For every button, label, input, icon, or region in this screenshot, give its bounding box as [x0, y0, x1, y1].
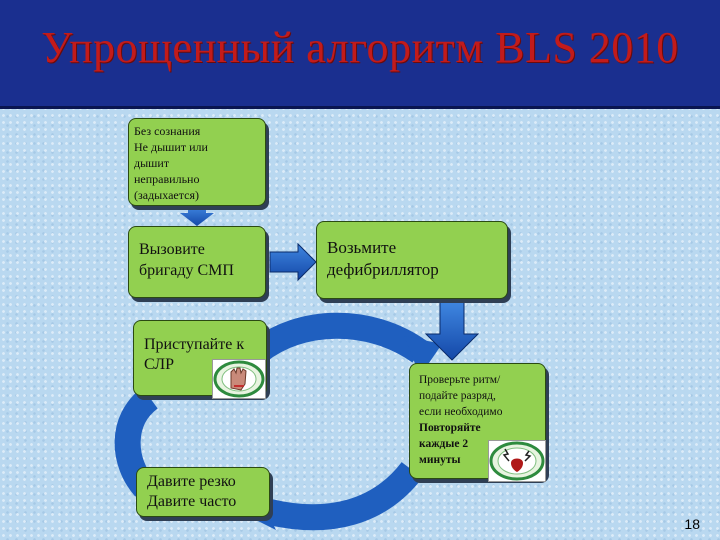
box-start-cpr-line: Приступайте к: [144, 336, 245, 353]
box-check-rhythm-line: Проверьте ритм/: [419, 374, 501, 386]
arrow-right: [269, 242, 317, 282]
cycle-arc-top: [249, 312, 428, 363]
box-start-cpr: Приступайте к СЛР: [133, 320, 267, 399]
box-call-ems-line: Вызовите: [139, 241, 205, 258]
box-call-ems: Вызовите бригаду СМП: [128, 226, 266, 298]
arrow-down-1: [180, 206, 214, 226]
box-compressions: Давите резко Давите часто: [136, 467, 270, 517]
box-compressions-line: Давите часто: [147, 493, 237, 510]
box-check-rhythm-line: подайте разряд,: [419, 390, 496, 402]
box-unconscious: Без сознания Не дышит или дышит неправил…: [128, 118, 266, 206]
slide-title: Упрощенный алгоритм BLS 2010: [41, 23, 679, 72]
defibrillator-shock-icon: [488, 440, 546, 482]
title-bar: Упрощенный алгоритм BLS 2010: [0, 0, 720, 109]
box-get-aed-line: дефибриллятор: [327, 260, 439, 279]
box-check-rhythm-line: если необходимо: [419, 406, 503, 418]
cycle-arrowhead-top: [404, 336, 442, 376]
box-unconscious-line: дышит: [134, 156, 170, 170]
cycle-arc-bottom: [267, 461, 423, 531]
cpr-hands-icon: [212, 359, 266, 399]
box-unconscious-line: (задыхается): [134, 188, 199, 202]
box-repeat-line: каждые 2: [419, 438, 469, 450]
arrow-down-2: [424, 301, 480, 361]
box-unconscious-line: Без сознания: [134, 124, 201, 138]
box-unconscious-line: Не дышит или: [134, 140, 208, 154]
box-call-ems-line: бригаду СМП: [139, 262, 234, 279]
box-compressions-line: Давите резко: [147, 473, 236, 490]
box-unconscious-line: неправильно: [134, 172, 200, 186]
box-start-cpr-line: СЛР: [144, 356, 175, 373]
box-get-defibrillator: Возьмите дефибриллятор: [316, 221, 508, 299]
box-check-rhythm: Проверьте ритм/ подайте разряд, если нео…: [409, 363, 546, 482]
page-number: 18: [684, 516, 700, 532]
box-repeat-line: минуты: [419, 454, 461, 466]
box-repeat-line: Повторяйте: [419, 422, 481, 434]
box-get-aed-line: Возьмите: [327, 238, 397, 257]
